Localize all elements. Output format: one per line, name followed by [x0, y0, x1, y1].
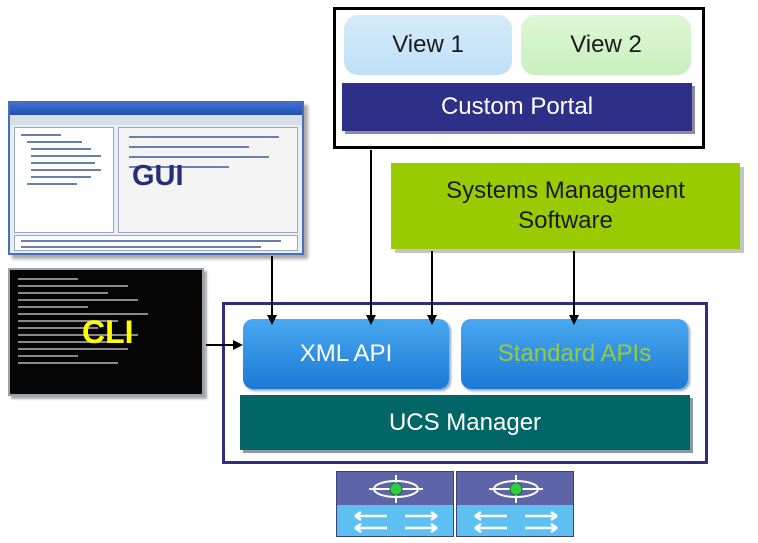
custom-portal-bar: Custom Portal — [342, 83, 692, 131]
standard-apis-box: Standard APIs — [461, 319, 688, 389]
gui-tree-pane — [14, 127, 114, 233]
view-2-box: View 2 — [521, 15, 691, 75]
gui-titlebar — [10, 103, 302, 115]
gui-content-pane — [118, 127, 298, 233]
view-1-box: View 1 — [344, 15, 512, 75]
fabric-switch-icon — [336, 471, 454, 537]
sms-line-2: Software — [518, 207, 613, 234]
gui-label: GUI — [132, 160, 184, 192]
ucs-manager-bar: UCS Manager — [240, 395, 690, 450]
systems-management-software-box: Systems Management Software — [391, 163, 740, 249]
cli-label: CLI — [82, 314, 134, 350]
gui-screenshot — [8, 101, 304, 255]
xml-api-box: XML API — [243, 319, 449, 389]
gui-status-table — [14, 235, 298, 251]
cli-screenshot — [8, 268, 204, 396]
fabric-switch-icon — [456, 471, 574, 537]
sms-line-1: Systems Management — [446, 177, 685, 204]
gui-menubar — [10, 115, 302, 125]
